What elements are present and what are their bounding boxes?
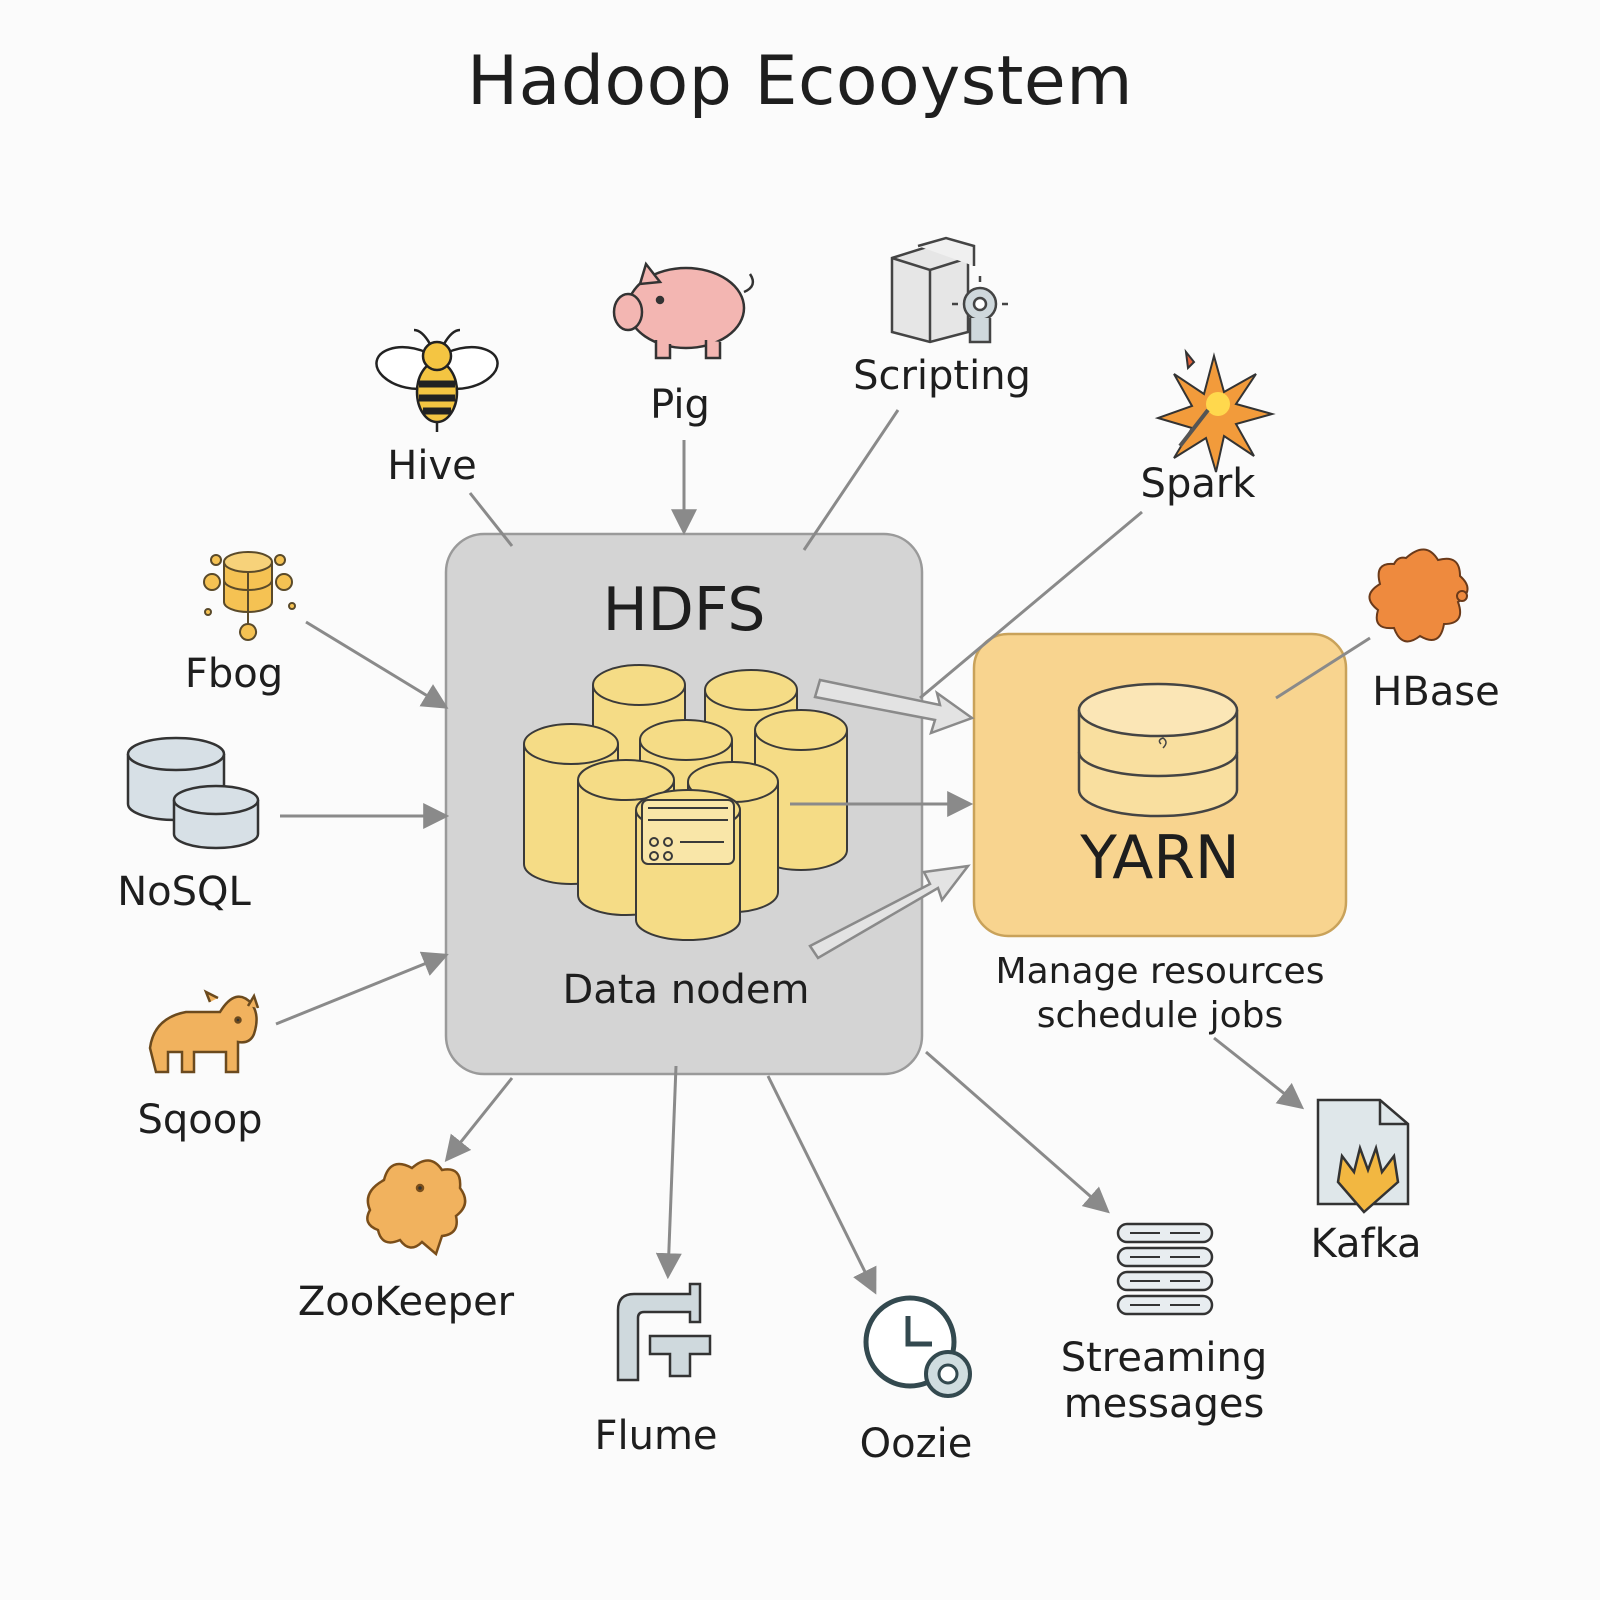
hdfs-label: HDFS <box>602 575 766 645</box>
kafka-label: Kafka <box>1310 1221 1422 1267</box>
animal-icon <box>366 1159 467 1257</box>
database-drops-icon <box>203 551 296 641</box>
database-pair-icon <box>126 736 260 850</box>
yarn-caption-line2: schedule jobs <box>1036 995 1284 1036</box>
diagram-title: Hadoop Ecooystem <box>467 42 1133 121</box>
yarn-label: YARN <box>1080 823 1240 893</box>
stack-icon <box>1116 1222 1214 1316</box>
yarn-caption-line1: Manage resources <box>995 951 1325 992</box>
scripting-label: Scripting <box>853 353 1031 399</box>
hbase-label: HBase <box>1372 669 1500 715</box>
bee-icon <box>375 328 499 432</box>
oozie-label: Oozie <box>859 1421 973 1467</box>
document-flame-icon <box>1316 1098 1410 1214</box>
hdfs-to-yarn-arrows <box>808 678 975 960</box>
hdfs-caption: Data nodem <box>562 967 810 1013</box>
nosql-label: NoSQL <box>117 869 251 915</box>
pipe-icon <box>616 1282 712 1382</box>
flume-label: Flume <box>594 1413 718 1459</box>
zookeeper-label: ZooKeeper <box>297 1279 515 1325</box>
spark-label: Spark <box>1140 461 1256 507</box>
server-gear-icon <box>890 236 1008 344</box>
clock-gear-icon <box>863 1295 972 1398</box>
streaming-label-line2: messages <box>1063 1381 1265 1427</box>
spark-burst-icon <box>1154 348 1276 473</box>
sqoop-label: Sqoop <box>137 1097 263 1143</box>
yarn-database-icon <box>1077 682 1239 818</box>
streaming-label-line1: Streaming <box>1060 1335 1268 1381</box>
hive-label: Hive <box>387 443 477 489</box>
fbog-label: Fbog <box>184 651 284 697</box>
splash-icon <box>1368 548 1469 643</box>
animal-icon <box>148 989 260 1074</box>
connector-lines <box>275 409 1371 1295</box>
hdfs-data-cylinders-icon <box>523 664 848 941</box>
pig-label: Pig <box>650 382 710 428</box>
pig-icon <box>612 261 755 360</box>
